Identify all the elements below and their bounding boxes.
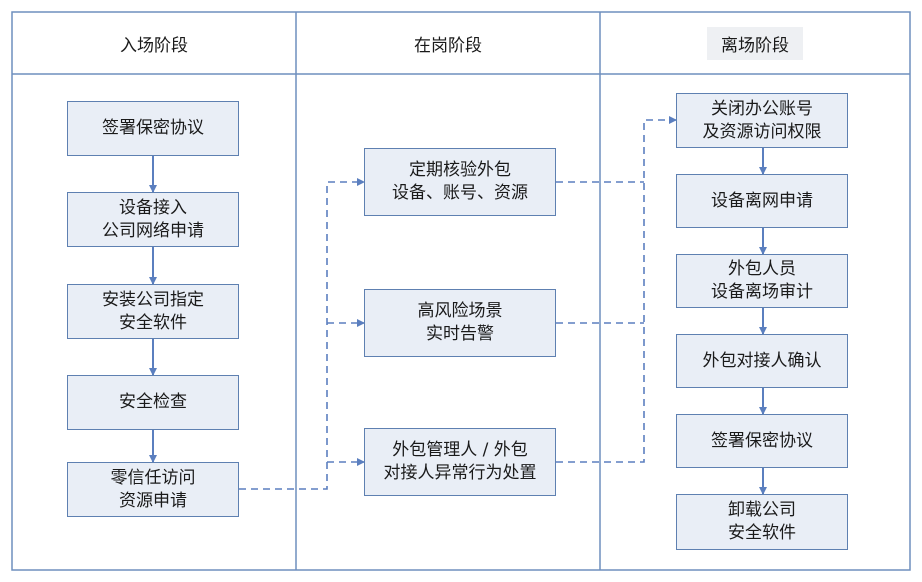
step-label: 外包管理人 / 外包 xyxy=(392,440,528,460)
step-label: 签署保密协议 xyxy=(102,118,204,138)
dashed-connector xyxy=(556,116,677,463)
column-title: 离场阶段 xyxy=(707,26,803,60)
step-high-risk-alert: 高风险场景 实时告警 xyxy=(364,289,556,357)
step-label: 零信任访问 xyxy=(110,467,196,488)
step-label: 公司网络申请 xyxy=(102,220,204,241)
step-label: 外包对接人确认 xyxy=(702,350,822,371)
step-label: 外包人员 xyxy=(728,259,796,279)
step-abnormal-behavior-handling: 外包管理人 / 外包 对接人异常行为处置 xyxy=(364,428,556,496)
step-label: 卸载公司 xyxy=(728,500,796,520)
column-header-offboarding: 离场阶段 xyxy=(600,12,910,74)
step-sign-nda-exit: 签署保密协议 xyxy=(676,414,848,468)
dashed-connector xyxy=(239,178,365,490)
step-install-security-software: 安装公司指定 安全软件 xyxy=(67,284,239,339)
step-label: 高风险场景 xyxy=(417,301,503,321)
step-label: 设备接入 xyxy=(119,197,187,218)
step-security-check: 安全检查 xyxy=(67,375,239,430)
step-device-offnet-request: 设备离网申请 xyxy=(676,174,848,228)
step-label: 关闭办公账号 xyxy=(711,98,813,119)
step-label: 设备、账号、资源 xyxy=(392,183,528,203)
step-label: 及资源访问权限 xyxy=(702,121,822,142)
step-label: 定期核验外包 xyxy=(409,160,511,180)
step-label: 实时告警 xyxy=(426,324,494,344)
step-periodic-verification: 定期核验外包 设备、账号、资源 xyxy=(364,148,556,216)
column-header-on-duty: 在岗阶段 xyxy=(296,12,600,74)
step-label: 资源申请 xyxy=(119,490,187,511)
step-contact-confirmation: 外包对接人确认 xyxy=(676,334,848,388)
outer-frame xyxy=(11,11,911,571)
step-label: 安全软件 xyxy=(728,523,796,543)
step-close-accounts: 关闭办公账号 及资源访问权限 xyxy=(676,93,848,148)
step-sign-nda: 签署保密协议 xyxy=(67,101,239,156)
step-label: 设备离网申请 xyxy=(711,190,813,211)
step-uninstall-security-software: 卸载公司 安全软件 xyxy=(676,494,848,550)
step-zero-trust-request: 零信任访问 资源申请 xyxy=(67,462,239,517)
step-label: 设备离场审计 xyxy=(711,282,813,302)
step-label: 安全软件 xyxy=(119,312,187,333)
step-device-exit-audit: 外包人员 设备离场审计 xyxy=(676,254,848,308)
column-title: 入场阶段 xyxy=(120,35,188,56)
step-label: 安装公司指定 xyxy=(102,289,204,310)
step-label: 对接人异常行为处置 xyxy=(383,463,537,483)
column-header-onboarding: 入场阶段 xyxy=(12,12,296,74)
step-label: 签署保密协议 xyxy=(711,430,813,451)
step-label: 安全检查 xyxy=(119,392,187,412)
step-network-access-request: 设备接入 公司网络申请 xyxy=(67,192,239,247)
column-title: 在岗阶段 xyxy=(414,35,482,56)
